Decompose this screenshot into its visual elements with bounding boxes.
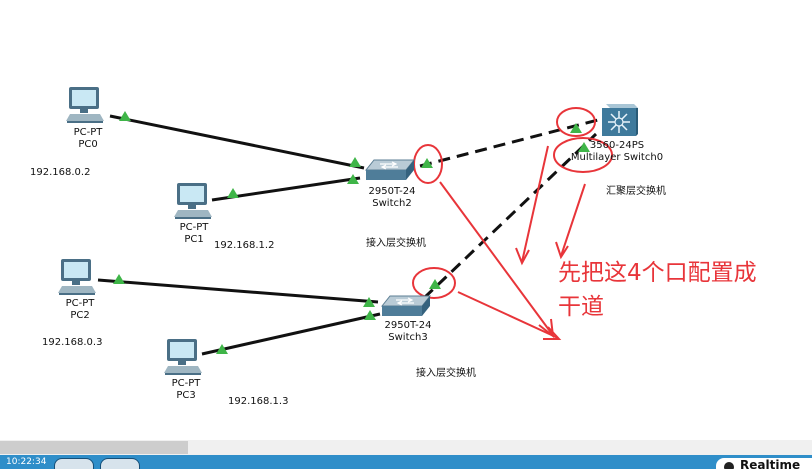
annotation-circle	[412, 267, 456, 299]
port-up-indicator	[570, 123, 582, 133]
device-name: PC3	[176, 390, 196, 401]
annotation-arrow	[515, 145, 549, 266]
horizontal-scrollbar[interactable]	[0, 440, 812, 455]
port-up-indicator	[349, 157, 361, 167]
link-pc3-switch3[interactable]	[201, 312, 381, 356]
bottom-toolbar: 10:22:34 Realtime	[0, 455, 812, 469]
device-model: PC-PT	[171, 378, 201, 389]
device-model: 2950T-24	[384, 320, 432, 331]
annotation-line: 干道	[558, 294, 604, 320]
pc0-ip: 192.168.0.2	[30, 167, 91, 178]
realtime-label: Realtime	[740, 458, 801, 469]
port-up-indicator	[216, 344, 228, 354]
port-up-indicator	[421, 158, 433, 168]
annotation-text: 先把这4个口配置成 干道	[558, 256, 757, 324]
device-model: 3560-24PS	[589, 140, 645, 151]
pc-icon[interactable]	[172, 182, 214, 220]
pc0-label: PC-PT PC0	[66, 127, 110, 151]
switch3-role-note: 接入层交换机	[416, 368, 476, 379]
pc2-ip: 192.168.0.3	[42, 337, 103, 348]
pc3-label: PC-PT PC3	[164, 378, 208, 402]
switch-icon[interactable]	[362, 158, 418, 184]
topology-workspace[interactable]: PC-PT PC0 192.168.0.2 PC-PT PC1 192.168.…	[0, 0, 812, 440]
pc2-label: PC-PT PC2	[58, 298, 102, 322]
device-model: PC-PT	[65, 298, 95, 309]
port-up-indicator	[364, 310, 376, 320]
port-up-indicator	[119, 111, 131, 121]
link-pc0-switch2[interactable]	[109, 114, 365, 170]
device-name: Switch2	[372, 198, 412, 209]
annotation-circle	[553, 137, 613, 173]
pc1-ip: 192.168.1.2	[214, 240, 275, 251]
link-pc2-switch3[interactable]	[97, 278, 379, 304]
pc1-label: PC-PT PC1	[172, 222, 216, 246]
device-model: PC-PT	[73, 127, 103, 138]
annotation-arrow	[439, 181, 555, 339]
link-switch3-multilayer[interactable]	[422, 132, 598, 300]
realtime-mode-button[interactable]: Realtime	[716, 458, 812, 469]
port-up-indicator	[227, 188, 239, 198]
sim-clock: 10:22:34	[6, 457, 47, 467]
annotation-line: 先把这4个口配置成	[558, 260, 757, 286]
clock-icon	[724, 462, 734, 469]
switch2-label: 2950T-24 Switch2	[355, 186, 429, 210]
device-name: Switch3	[388, 332, 428, 343]
device-name: Multilayer Switch0	[570, 152, 664, 163]
power-cycle-button[interactable]	[54, 458, 94, 469]
device-name: PC2	[70, 310, 90, 321]
fast-forward-button[interactable]	[100, 458, 140, 469]
multilayer-switch-label: 3560-24PS Multilayer Switch0	[568, 140, 666, 164]
multilayer-switch-icon[interactable]	[598, 102, 640, 138]
link-switch2-multilayer[interactable]	[419, 118, 599, 168]
port-up-indicator	[363, 297, 375, 307]
device-model: PC-PT	[179, 222, 209, 233]
device-model: 2950T-24	[368, 186, 416, 197]
multilayer-role-note: 汇聚层交换机	[606, 186, 666, 197]
annotation-circle	[556, 107, 596, 137]
pc-icon[interactable]	[64, 86, 106, 124]
pc-icon[interactable]	[162, 338, 204, 376]
scrollbar-thumb[interactable]	[0, 441, 188, 454]
switch2-role-note: 接入层交换机	[366, 238, 426, 249]
device-name: PC1	[184, 234, 204, 245]
pc3-ip: 192.168.1.3	[228, 396, 289, 407]
switch-icon[interactable]	[378, 294, 434, 320]
port-up-indicator	[347, 174, 359, 184]
port-up-indicator	[429, 279, 441, 289]
port-up-indicator	[578, 142, 590, 152]
annotation-arrow	[555, 183, 586, 260]
annotation-arrow	[457, 291, 562, 340]
port-up-indicator	[113, 274, 125, 284]
topology-canvas	[97, 107, 613, 356]
pc-icon[interactable]	[56, 258, 98, 296]
device-name: PC0	[78, 139, 98, 150]
switch3-label: 2950T-24 Switch3	[371, 320, 445, 344]
